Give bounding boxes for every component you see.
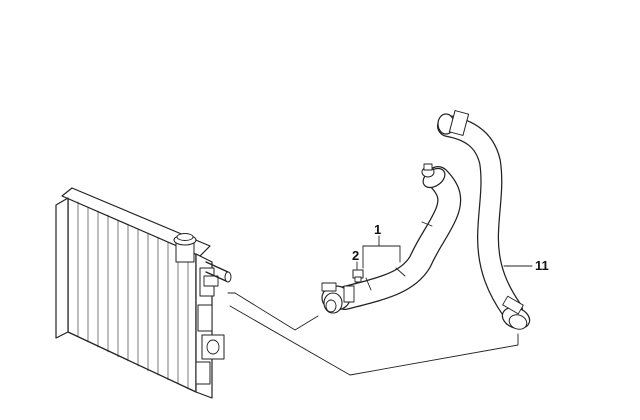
bleed-screw-2 — [352, 269, 364, 283]
routing-lines — [227, 292, 519, 376]
leader-lines — [356, 235, 533, 270]
hose-11 — [437, 110, 531, 330]
callout-1: 1 — [374, 222, 381, 237]
callout-2: 2 — [352, 248, 359, 263]
hose-1 — [321, 163, 462, 314]
radiator — [55, 187, 232, 399]
callout-11: 11 — [535, 258, 549, 273]
